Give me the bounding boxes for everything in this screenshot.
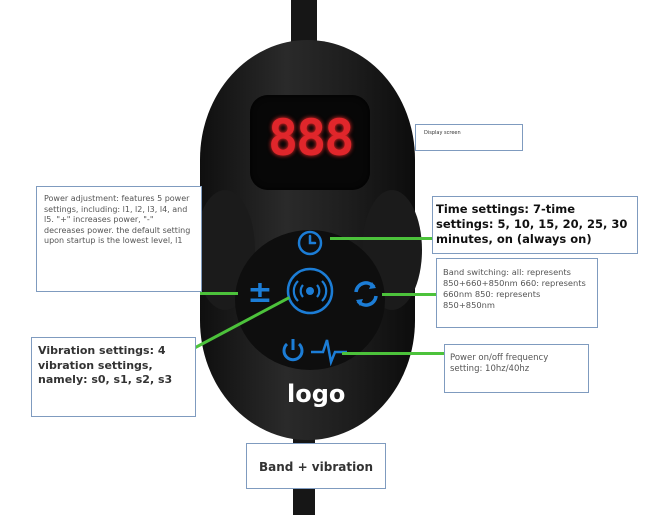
frequency-button[interactable] xyxy=(309,336,349,367)
annotation-band-vibration: Band + vibration xyxy=(246,443,386,489)
connector-time xyxy=(330,237,432,240)
annotation-vibration-settings-text: Vibration settings: 4 vibration settings… xyxy=(38,344,173,386)
annotation-power-adjustment-text: Power adjustment: features 5 power setti… xyxy=(44,194,191,245)
plus-minus-icon: ± xyxy=(247,275,273,310)
annotation-vibration-settings: Vibration settings: 4 vibration settings… xyxy=(31,337,196,417)
connector-power-adjust xyxy=(200,292,238,295)
annotation-display-screen-text: Display screen xyxy=(424,130,461,136)
annotation-power-frequency: Power on/off frequency setting: 10hz/40h… xyxy=(444,344,589,393)
annotation-power-frequency-text: Power on/off frequency setting: 10hz/40h… xyxy=(450,353,549,374)
annotation-time-settings-text: Time settings: 7-time settings: 5, 10, 1… xyxy=(436,202,628,246)
connector-frequency xyxy=(342,352,444,355)
power-icon xyxy=(282,339,304,362)
display-screen xyxy=(250,95,370,190)
pulse-icon xyxy=(311,339,347,367)
logo: logo xyxy=(287,380,346,408)
clock-icon xyxy=(297,230,323,256)
timer-button[interactable] xyxy=(292,225,328,261)
power-button[interactable] xyxy=(277,334,309,366)
display-digits: 888 xyxy=(268,109,354,167)
annotation-power-adjustment: Power adjustment: features 5 power setti… xyxy=(36,186,202,292)
connector-band xyxy=(382,293,438,296)
vibration-icon xyxy=(286,267,334,315)
annotation-time-settings: Time settings: 7-time settings: 5, 10, 1… xyxy=(432,196,638,254)
annotation-band-switching-text: Band switching: all: represents 850+660+… xyxy=(443,267,586,310)
band-switch-button[interactable] xyxy=(348,276,384,312)
vibration-button[interactable] xyxy=(285,266,335,316)
cable-top xyxy=(291,0,317,45)
annotation-band-vibration-text: Band + vibration xyxy=(259,460,373,474)
power-level-button[interactable]: ± xyxy=(240,273,280,313)
refresh-icon xyxy=(354,281,378,307)
annotation-display-screen: Display screen xyxy=(415,124,523,151)
annotation-band-switching: Band switching: all: represents 850+660+… xyxy=(436,258,598,328)
